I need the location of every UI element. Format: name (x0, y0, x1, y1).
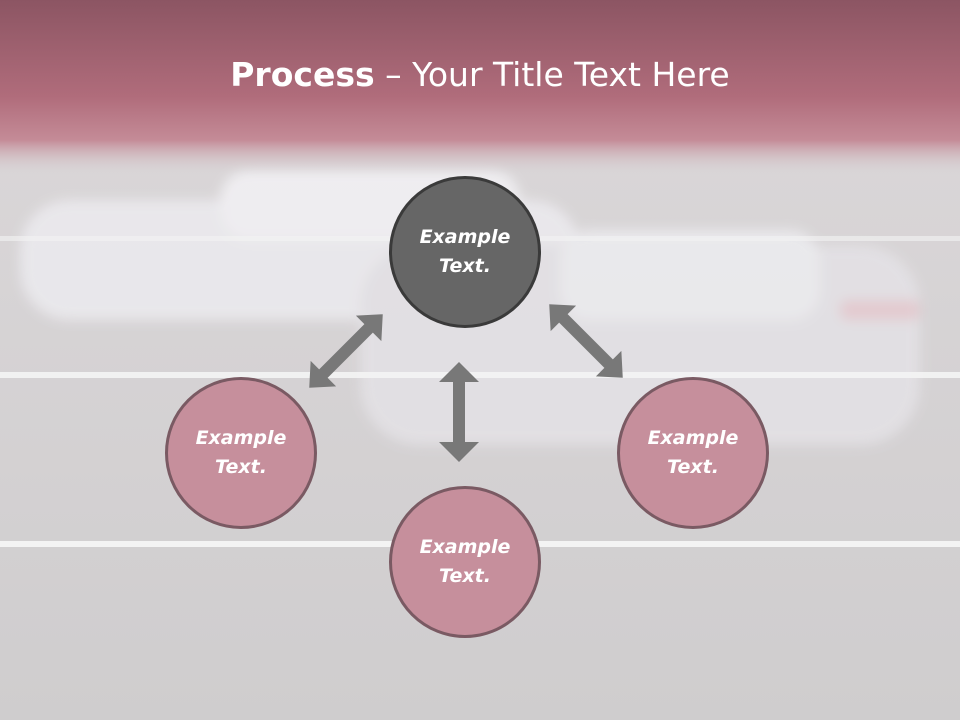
process-node-center: Example Text. (389, 176, 541, 328)
node-left-label: Example Text. (195, 427, 287, 478)
node-bottom-label: Example Text. (419, 536, 511, 587)
double-arrow-right (549, 304, 623, 378)
slide-title: Process – Your Title Text Here (0, 52, 960, 98)
node-right-label: Example Text. (647, 427, 739, 478)
process-node-bottom: Example Text. (389, 486, 541, 638)
title-bold: Process (230, 55, 375, 94)
process-node-right: Example Text. (617, 377, 769, 529)
title-rest: – Your Title Text Here (374, 55, 730, 94)
node-center-label: Example Text. (419, 226, 511, 277)
process-node-left: Example Text. (165, 377, 317, 529)
double-arrow-vertical (439, 362, 479, 462)
double-arrow-left (309, 314, 383, 388)
